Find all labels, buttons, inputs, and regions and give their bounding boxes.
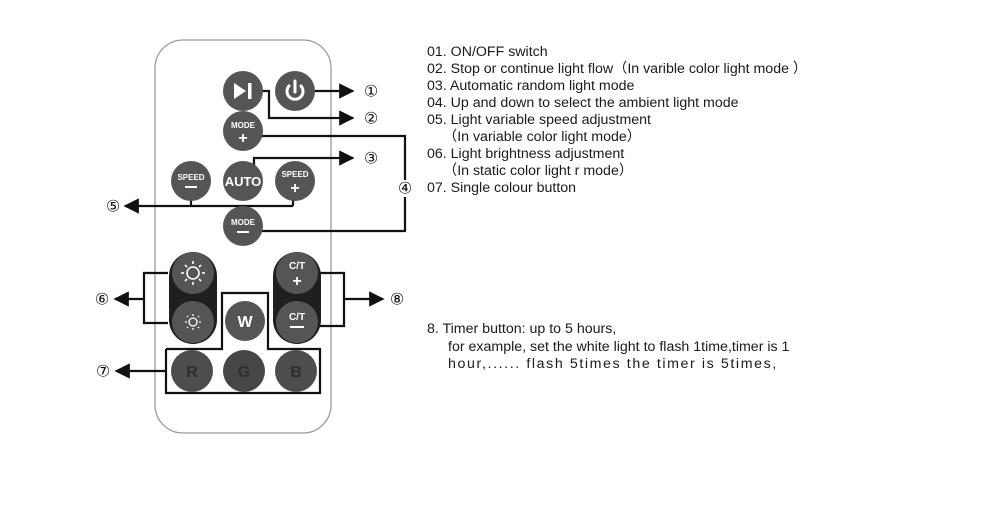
callout-1: ①: [364, 82, 378, 101]
svg-text:C/T: C/T: [289, 312, 305, 323]
callout-2: ②: [364, 109, 378, 128]
legend-item-4: 04. Up and down to select the ambient li…: [427, 95, 739, 111]
legend-item-6: 06. Light brightness adjustment: [427, 146, 625, 162]
legend-item-5: 05. Light variable speed adjustment: [427, 112, 651, 128]
svg-text:W: W: [237, 314, 253, 331]
brightness-down-button[interactable]: [172, 301, 214, 343]
legend-item-3: 03. Automatic random light mode: [427, 78, 635, 94]
mode-up-button[interactable]: MODE +: [223, 111, 263, 151]
callout-8: ⑧: [390, 290, 404, 309]
legend-item-2: 02. Stop or continue light flow（In varib…: [427, 61, 808, 77]
legend: 01. ON/OFF switch 02. Stop or continue l…: [427, 44, 807, 197]
speed-down-button[interactable]: SPEED: [171, 161, 211, 201]
svg-text:AUTO: AUTO: [225, 174, 262, 189]
blue-button[interactable]: B: [275, 350, 317, 392]
svg-text:+: +: [238, 130, 247, 147]
timer-down-button[interactable]: C/T: [276, 301, 318, 343]
sun-small-icon: [185, 314, 201, 330]
timer-line-2: hour,...... flash 5times the timer is 5t…: [448, 356, 778, 372]
svg-text:C/T: C/T: [289, 261, 305, 272]
legend-item-5-note: （In variable color light mode）: [443, 129, 641, 145]
svg-text:SPEED: SPEED: [177, 173, 204, 182]
svg-text:+: +: [292, 273, 301, 290]
play-pause-icon: [234, 83, 246, 99]
callout-5: ⑤: [106, 197, 120, 216]
white-button[interactable]: W: [225, 301, 265, 341]
timer-description: 8. Timer button: up to 5 hours, for exam…: [427, 321, 789, 374]
power-button[interactable]: [275, 71, 315, 111]
svg-text:G: G: [238, 364, 250, 381]
speed-up-button[interactable]: SPEED +: [275, 161, 315, 201]
svg-text:B: B: [290, 364, 302, 381]
legend-item-1: 01. ON/OFF switch: [427, 44, 548, 60]
timer-up-button[interactable]: C/T +: [276, 252, 318, 294]
svg-text:SPEED: SPEED: [281, 170, 308, 179]
red-button[interactable]: R: [171, 350, 213, 392]
sun-large-icon: [181, 261, 205, 285]
green-button[interactable]: G: [223, 350, 265, 392]
brightness-up-button[interactable]: [172, 252, 214, 294]
auto-button[interactable]: AUTO: [223, 161, 263, 201]
legend-item-6-note: （In static color light r mode）: [443, 163, 634, 179]
callout-7: ⑦: [96, 362, 110, 381]
mode-down-button[interactable]: MODE: [223, 206, 263, 246]
svg-text:MODE: MODE: [231, 121, 256, 130]
callout-4: ④: [398, 179, 412, 198]
legend-item-7: 07. Single colour button: [427, 180, 577, 196]
svg-text:+: +: [290, 180, 299, 197]
svg-text:R: R: [186, 364, 198, 381]
svg-text:MODE: MODE: [231, 218, 256, 227]
play-pause-button[interactable]: [223, 71, 263, 111]
callout-3: ③: [364, 149, 378, 168]
timer-line-1: for example, set the white light to flas…: [448, 338, 790, 355]
callout-6: ⑥: [95, 290, 109, 309]
power-icon: [285, 79, 305, 101]
timer-title: 8. Timer button: up to 5 hours,: [427, 321, 617, 337]
